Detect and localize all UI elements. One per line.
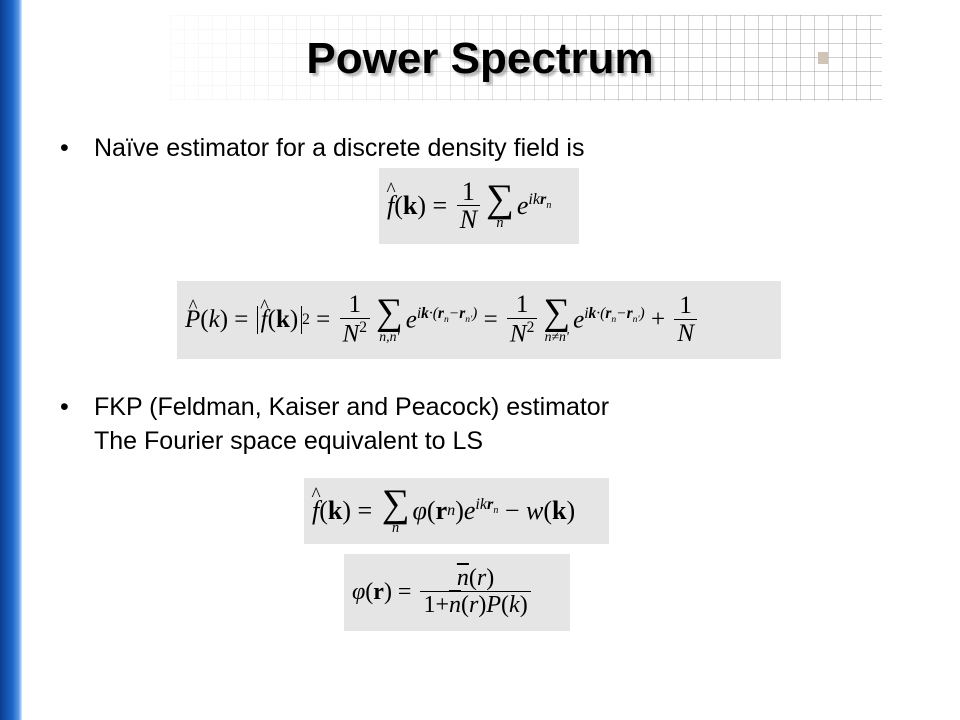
equation-p-hat: P(k) = f(k) 2 = 1N2 ∑n,n' eik·(rn−rn') =… [177, 281, 781, 359]
bullet-dot: • [60, 134, 69, 162]
bullet-text: Naïve estimator for a discrete density f… [94, 134, 585, 162]
bullet-text-line-2: The Fourier space equivalent to LS [94, 427, 484, 455]
blue-sidebar-bar [0, 0, 22, 720]
equation-fkp-f-hat: f(k) = ∑n φ(rn)eikrn − w(k) [304, 478, 609, 544]
grid-decoration [170, 15, 882, 101]
slide-title: Power Spectrum [306, 34, 654, 83]
equation-f-hat: f(k) = 1N ∑n eikrn [379, 168, 579, 244]
bullet-dot: • [60, 393, 69, 421]
grid-accent-square [818, 52, 828, 64]
equation-phi-weight: φ(r) = n(r) 1+n(r)P(k) [344, 554, 570, 631]
bullet-text-line-1: FKP (Feldman, Kaiser and Peacock) estima… [94, 393, 610, 421]
